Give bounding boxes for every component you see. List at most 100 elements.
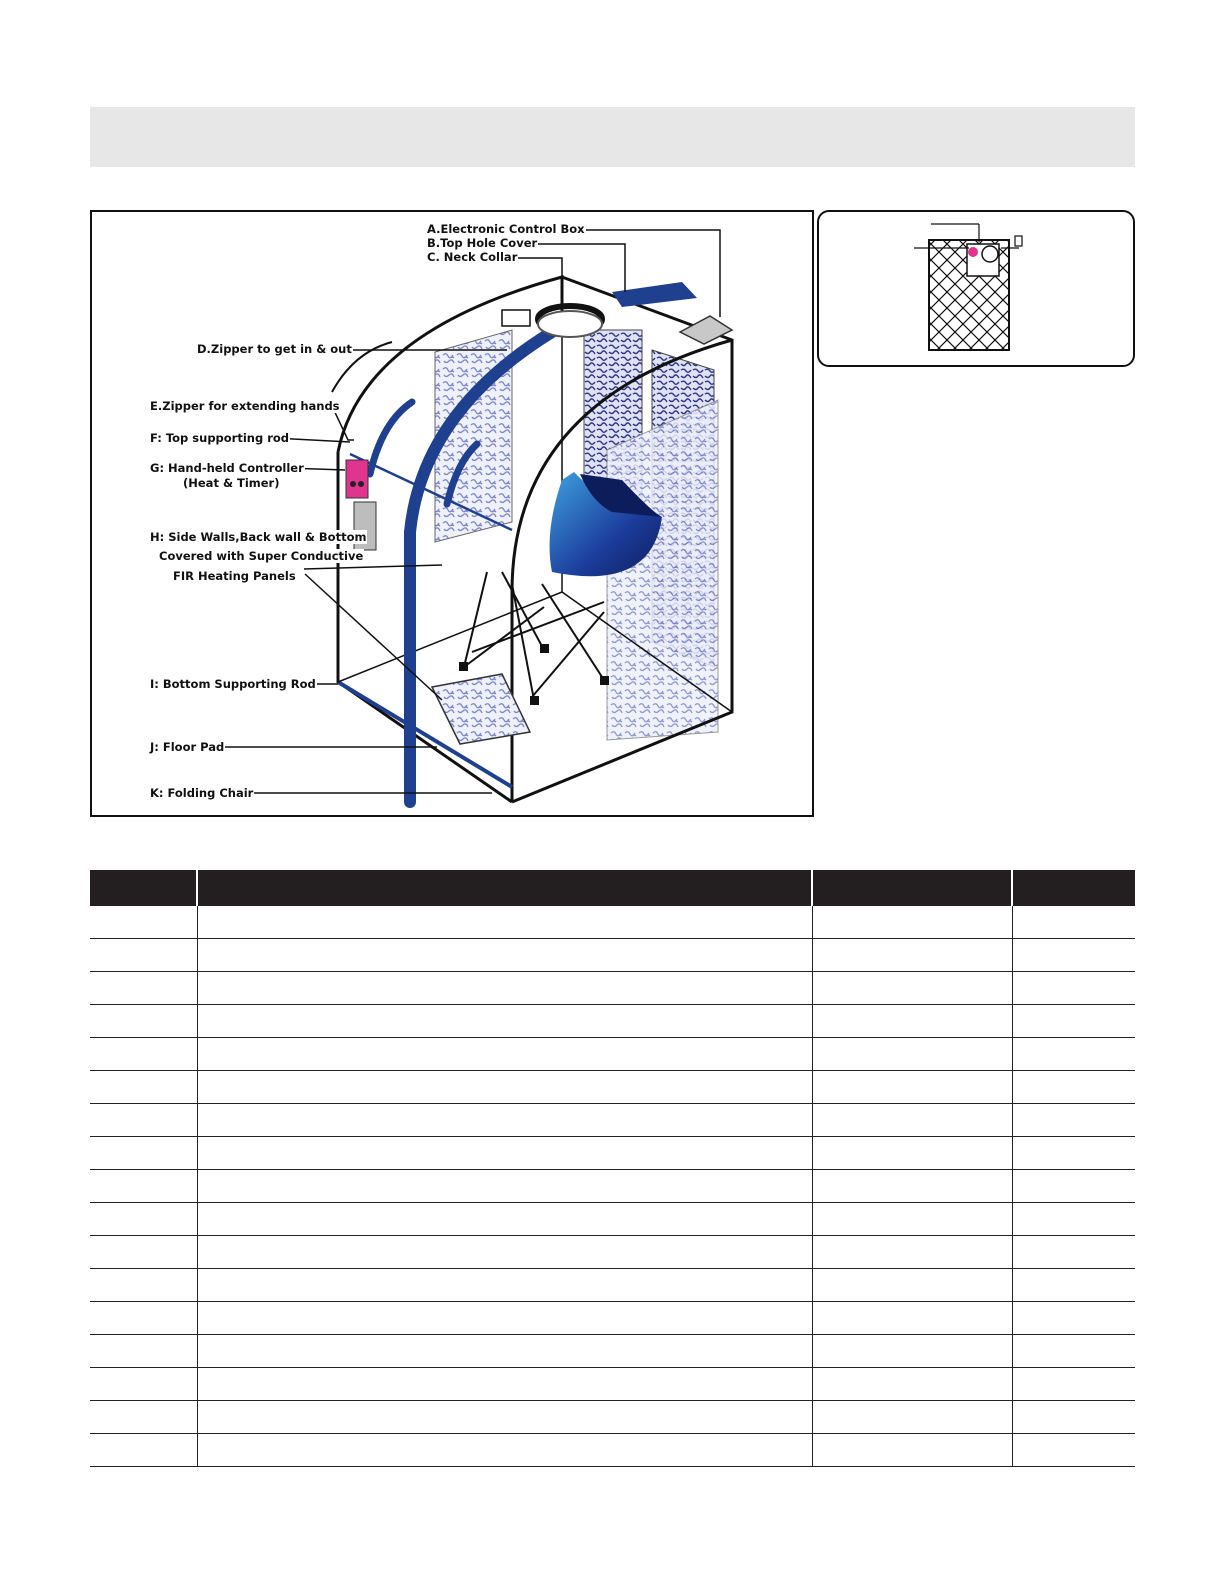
table-row [90, 1203, 1135, 1236]
table-cell [197, 1401, 812, 1434]
table-cell [197, 1434, 812, 1467]
table-cell [1012, 1434, 1135, 1467]
table-cell [90, 1104, 197, 1137]
table-cell [197, 1335, 812, 1368]
table-cell [1012, 1401, 1135, 1434]
table-row [90, 1038, 1135, 1071]
table-cell [1012, 1203, 1135, 1236]
label-neck-collar: C. Neck Collar [426, 250, 518, 264]
label-top-supporting-rod: F: Top supporting rod [149, 431, 290, 445]
table-cell [1012, 1236, 1135, 1269]
table-cell [90, 1137, 197, 1170]
label-bottom-supporting-rod: I: Bottom Supporting Rod [149, 677, 317, 691]
table-cell [197, 1236, 812, 1269]
table-cell [197, 1104, 812, 1137]
table-cell [90, 1269, 197, 1302]
table-cell [1012, 972, 1135, 1005]
floor-pad [432, 674, 530, 744]
table-cell [90, 1005, 197, 1038]
table-cell [197, 1302, 812, 1335]
label-heating-panels-1: H: Side Walls,Back wall & Bottom [149, 530, 367, 544]
table-row [90, 1071, 1135, 1104]
table-cell [197, 1269, 812, 1302]
table-cell [812, 1302, 1012, 1335]
table-cell [197, 1005, 812, 1038]
table-cell [1012, 1137, 1135, 1170]
table-cell [197, 1368, 812, 1401]
table-row [90, 1401, 1135, 1434]
label-entry-zipper: D.Zipper to get in & out [196, 342, 353, 356]
table-header-cell [90, 870, 197, 906]
table-cell [812, 1005, 1012, 1038]
table-row [90, 1368, 1135, 1401]
table-cell [1012, 1368, 1135, 1401]
table-cell [812, 1170, 1012, 1203]
table-cell [1012, 1005, 1135, 1038]
table-cell [812, 1335, 1012, 1368]
table-row [90, 1104, 1135, 1137]
label-hand-zipper: E.Zipper for extending hands [149, 399, 341, 413]
table-cell [90, 1236, 197, 1269]
table-body [90, 906, 1135, 1467]
table-cell [197, 1071, 812, 1104]
table-row [90, 1434, 1135, 1467]
table-cell [197, 1203, 812, 1236]
table-cell [812, 1071, 1012, 1104]
heating-pad-inset [817, 210, 1135, 367]
table-cell [1012, 1071, 1135, 1104]
table-cell [812, 1104, 1012, 1137]
heating-pad-schematic [819, 212, 1137, 369]
table-row [90, 1269, 1135, 1302]
label-top-hole-cover: B.Top Hole Cover [426, 236, 538, 250]
table-cell [812, 939, 1012, 972]
electronic-control-box [680, 316, 732, 344]
table-row [90, 972, 1135, 1005]
table-row [90, 906, 1135, 939]
table-cell [812, 1137, 1012, 1170]
table-header-cell [812, 870, 1012, 906]
parts-list-table [90, 870, 1135, 1467]
table-cell [812, 1434, 1012, 1467]
table-cell [90, 1203, 197, 1236]
table-row [90, 1170, 1135, 1203]
table-cell [812, 1203, 1012, 1236]
table-cell [1012, 1269, 1135, 1302]
table-row [90, 1335, 1135, 1368]
table-cell [90, 1302, 197, 1335]
table-cell [90, 1170, 197, 1203]
sauna-illustration [92, 212, 814, 817]
sauna-parts-diagram: A.Electronic Control Box B.Top Hole Cove… [90, 210, 814, 817]
table-cell [1012, 939, 1135, 972]
table-cell [812, 906, 1012, 939]
table-cell [1012, 1104, 1135, 1137]
table-cell [197, 1038, 812, 1071]
table-cell [1012, 906, 1135, 939]
table-cell [197, 1137, 812, 1170]
hand-held-controller [346, 460, 368, 498]
label-heating-panels-2: Covered with Super Conductive [158, 549, 364, 563]
table-row [90, 939, 1135, 972]
hand-zipper-left [370, 402, 412, 474]
table-cell [90, 939, 197, 972]
label-controller-subtitle: (Heat & Timer) [182, 476, 280, 490]
label-hand-held-controller: G: Hand-held Controller [149, 461, 305, 475]
label-heating-panels-3: FIR Heating Panels [172, 569, 297, 583]
table-cell [812, 1038, 1012, 1071]
table-cell [1012, 1038, 1135, 1071]
table-cell [1012, 1335, 1135, 1368]
section-header-banner [90, 107, 1135, 167]
table-row [90, 1236, 1135, 1269]
table-cell [90, 1368, 197, 1401]
table-cell [197, 906, 812, 939]
label-folding-chair: K: Folding Chair [149, 786, 254, 800]
table-header-row [90, 870, 1135, 906]
table-cell [90, 1335, 197, 1368]
table-cell [197, 1170, 812, 1203]
table-cell [812, 1368, 1012, 1401]
table-header-cell [1012, 870, 1135, 906]
table-cell [90, 906, 197, 939]
red-connector [968, 247, 978, 257]
table-cell [812, 1269, 1012, 1302]
table-cell [812, 972, 1012, 1005]
table-row [90, 1302, 1135, 1335]
